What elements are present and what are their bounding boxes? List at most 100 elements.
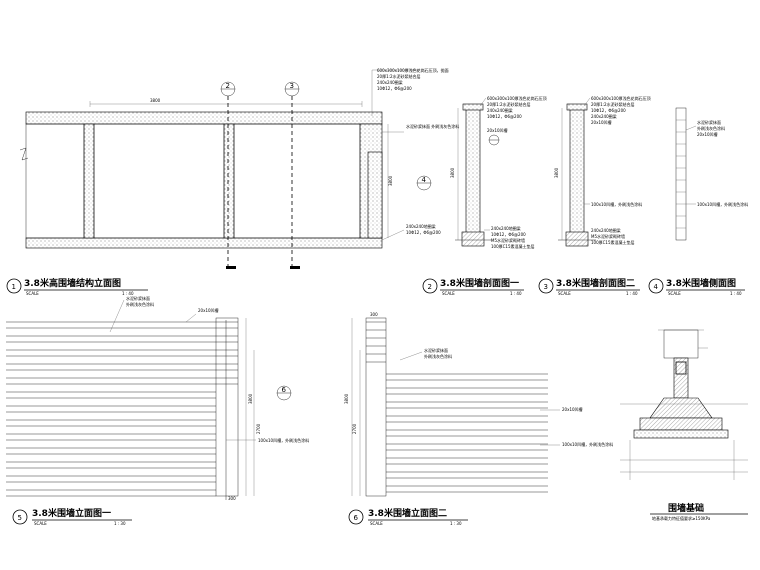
note: 20厚1:2水泥砂浆结合层 bbox=[377, 73, 421, 79]
drawing-number-circle bbox=[648, 278, 664, 294]
drawing-4-side-view: 水泥砂浆抹面 外刷浅灰色涂料 20x10凹槽 100x10凹槽，外刷浅色涂料 4… bbox=[648, 107, 748, 296]
note: 240x240地圈梁 bbox=[591, 227, 621, 233]
ground-ring-beam bbox=[25, 237, 383, 249]
note: 240x240地圈梁 bbox=[406, 223, 436, 229]
wall-panel bbox=[93, 123, 225, 239]
drawing-number-circle bbox=[538, 278, 554, 294]
break-line bbox=[19, 147, 29, 161]
foundation-title: 围墙基础 bbox=[668, 502, 704, 514]
wall-side bbox=[675, 107, 687, 241]
note: 水泥砂浆抹面 bbox=[126, 295, 150, 301]
coping bbox=[462, 103, 484, 111]
svg-text:2: 2 bbox=[226, 82, 230, 90]
section-cut-arrow bbox=[290, 266, 300, 269]
footing bbox=[461, 231, 485, 247]
note: 20厚1:2水泥砂浆结合层 bbox=[487, 101, 531, 107]
drawing-number: 4 bbox=[654, 283, 659, 291]
note: 600x300x100厚浅色花岗石压顶 bbox=[487, 95, 547, 101]
end-pier bbox=[367, 151, 383, 239]
svg-text:3: 3 bbox=[290, 82, 294, 90]
top-ring-beam bbox=[25, 111, 383, 125]
note: 600x300x100厚浅色花岗石压顶，抛面 bbox=[377, 67, 449, 73]
section-mark-3: 3 bbox=[284, 81, 300, 97]
drawing-number: 5 bbox=[18, 514, 22, 522]
section-cut-arrow bbox=[226, 266, 236, 269]
section-mark-2: 2 bbox=[220, 81, 236, 97]
dimension-height: 3800 bbox=[388, 175, 393, 186]
svg-text:1 : 40: 1 : 40 bbox=[730, 291, 742, 296]
drawing-number-circle bbox=[12, 509, 28, 525]
drawing-title: 3.8米围墙剖面图二 bbox=[556, 277, 635, 289]
drawing-3-section: 3800 600x300x100厚浅色花岗石压顶 20厚1:2水泥砂浆结合层 1… bbox=[538, 95, 651, 296]
note: 20x10凹槽 bbox=[562, 406, 583, 412]
column bbox=[223, 123, 235, 239]
wall-panel bbox=[25, 123, 85, 239]
note: 水泥砂浆抹面 bbox=[697, 119, 721, 125]
note: 水泥砂浆抹面 外刷浅灰色涂料 bbox=[406, 123, 459, 129]
drawing-5-elevation: 3800 2700 300 6 水泥砂浆抹面 外刷浅灰色涂料 20x10凹槽 1… bbox=[6, 295, 309, 526]
drawing-title: 3.8米围墙立面图二 bbox=[368, 507, 447, 519]
svg-text:1 : 40: 1 : 40 bbox=[510, 291, 522, 296]
scale-label: SCALE bbox=[26, 291, 39, 296]
section-mark-6: 6 bbox=[276, 385, 292, 401]
svg-text:1 : 30: 1 : 30 bbox=[114, 521, 126, 526]
drawing-title: 3.8米高围墙结构立面图 bbox=[24, 277, 121, 289]
svg-text:SCALE: SCALE bbox=[442, 291, 455, 296]
wall-coursing-lines bbox=[6, 321, 238, 497]
column bbox=[83, 123, 95, 239]
drawing-number-circle bbox=[6, 278, 22, 294]
svg-text:SCALE: SCALE bbox=[370, 521, 383, 526]
foundation-detail: 围墙基础 地基承载力特征值要求≥150KPa bbox=[620, 329, 748, 521]
dimension-span: 3800 bbox=[150, 98, 161, 103]
footing bbox=[565, 231, 589, 247]
cushion-layer bbox=[633, 429, 729, 439]
note: 600x300x100厚浅色花岗石压顶 bbox=[591, 95, 651, 101]
wall-coursing-lines bbox=[366, 321, 548, 493]
svg-text:3800: 3800 bbox=[344, 393, 349, 404]
scale-value: 1 : 40 bbox=[122, 291, 134, 296]
note: 外刷浅灰色涂料 bbox=[697, 125, 725, 131]
note: 100x10凹槽，外刷浅色涂料 bbox=[562, 441, 613, 447]
svg-text:4: 4 bbox=[422, 176, 427, 184]
note: 外刷浅灰色涂料 bbox=[424, 353, 452, 359]
drawing-number: 2 bbox=[428, 283, 432, 291]
stepped-footing bbox=[649, 397, 713, 419]
svg-text:300: 300 bbox=[370, 312, 378, 317]
svg-text:6: 6 bbox=[282, 386, 287, 394]
drawing-6-elevation: 3800 2700 300 水泥砂浆抹面 外刷浅灰色涂料 20x10凹槽 100… bbox=[344, 312, 613, 526]
section-mark-4: 4 bbox=[416, 175, 432, 191]
drawing-number: 1 bbox=[12, 283, 16, 291]
drawing-title: 3.8米围墙立面图一 bbox=[32, 507, 111, 519]
note: 240x240地圈梁 bbox=[491, 225, 521, 231]
note: 10Φ12，Φ6@200 bbox=[487, 114, 522, 119]
svg-text:2700: 2700 bbox=[352, 423, 357, 434]
coping bbox=[566, 103, 588, 111]
note: M5水泥砂浆砌砖墙 bbox=[491, 237, 525, 243]
svg-text:2700: 2700 bbox=[256, 423, 261, 434]
note: 20x10凹槽 bbox=[487, 127, 508, 133]
end-pier bbox=[215, 317, 239, 497]
ring-beam bbox=[675, 361, 687, 375]
svg-text:SCALE: SCALE bbox=[558, 291, 571, 296]
note: 20厚1:2水泥砂浆结合层 bbox=[591, 101, 635, 107]
section-mark-inline bbox=[488, 134, 500, 146]
svg-text:1 : 30: 1 : 30 bbox=[450, 521, 462, 526]
note: 100厚C15素混凝土垫层 bbox=[591, 239, 635, 245]
drawing-number: 6 bbox=[354, 514, 359, 522]
note: 240x240圈梁 bbox=[377, 79, 403, 85]
note: 100x10凹槽，外刷浅色涂料 bbox=[591, 201, 642, 207]
note: 20x10凹槽 bbox=[591, 119, 612, 125]
note: 240x240圈梁 bbox=[487, 107, 513, 113]
note: M5水泥砂浆砌砖墙 bbox=[591, 233, 625, 239]
drawing-title: 3.8米围墙剖面图一 bbox=[440, 277, 519, 289]
note: 20x10凹槽 bbox=[198, 307, 219, 313]
note: 水泥砂浆抹面 bbox=[424, 347, 448, 353]
drawing-number: 3 bbox=[544, 283, 548, 291]
note: 10Φ12，Φ6@200 bbox=[406, 230, 441, 235]
drawing-title: 3.8米围墙侧面图 bbox=[666, 277, 736, 289]
foundation-note: 地基承载力特征值要求≥150KPa bbox=[652, 515, 711, 521]
pier-top bbox=[663, 329, 699, 359]
svg-text:300: 300 bbox=[228, 496, 236, 501]
note: 100厚C15素混凝土垫层 bbox=[491, 243, 535, 249]
note: 外刷浅灰色涂料 bbox=[126, 301, 154, 307]
